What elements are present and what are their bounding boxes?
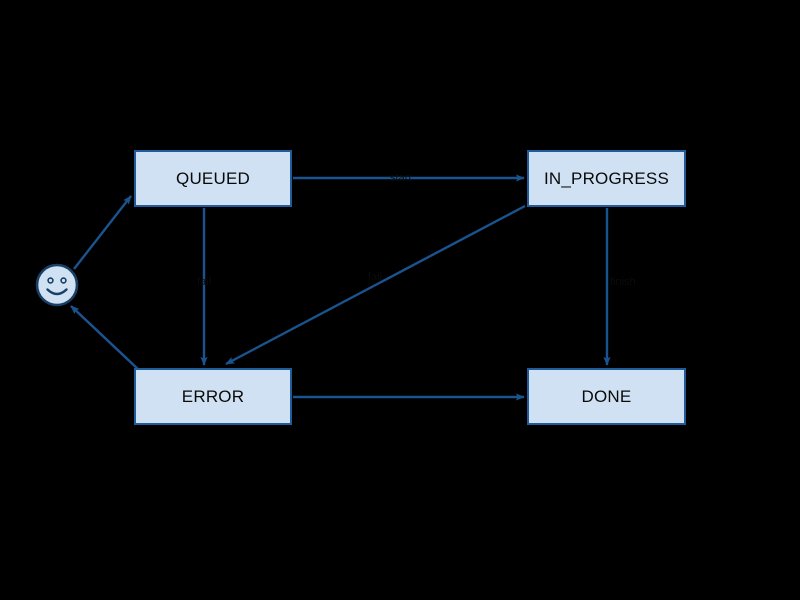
start-circle bbox=[35, 263, 79, 307]
state-node-done[interactable]: DONE bbox=[527, 368, 686, 425]
state-node-error[interactable]: ERROR bbox=[134, 368, 292, 425]
edge-start-to-queued bbox=[73, 195, 132, 270]
state-node-in-progress[interactable]: IN_PROGRESS bbox=[527, 150, 686, 207]
state-node-error-label: ERROR bbox=[181, 386, 245, 406]
state-node-queued[interactable]: QUEUED bbox=[134, 150, 292, 207]
smiley-mouth-icon bbox=[46, 288, 68, 296]
smiley-right-eye-icon bbox=[60, 277, 67, 284]
state-node-in-progress-label: IN_PROGRESS bbox=[543, 168, 669, 188]
edge-error-to-start bbox=[70, 305, 141, 372]
smiley-left-eye-icon bbox=[47, 277, 54, 284]
start-state-node[interactable] bbox=[34, 262, 80, 308]
state-node-done-label: DONE bbox=[581, 386, 632, 406]
state-node-queued-label: QUEUED bbox=[176, 168, 250, 188]
edge-in-progress-to-error bbox=[225, 204, 526, 366]
